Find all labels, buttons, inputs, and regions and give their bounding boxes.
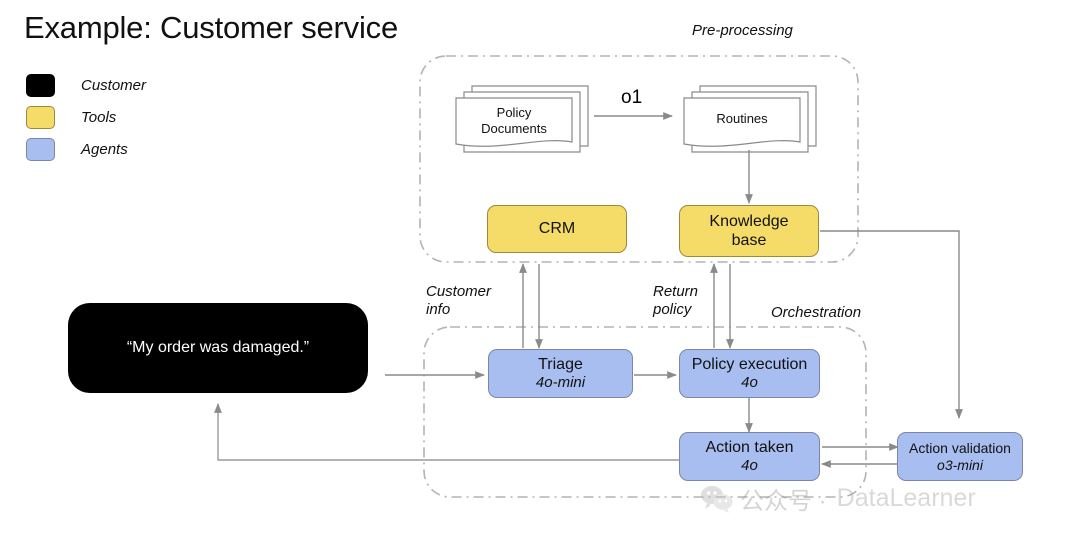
agent-action-taken-name: Action taken	[705, 438, 794, 456]
edge-label-customer-info-line2: info	[426, 301, 451, 318]
legend-item-tools: Tools	[26, 104, 146, 130]
legend-label-tools: Tools	[81, 108, 117, 126]
legend-label-customer: Customer	[81, 76, 147, 94]
edge-actiontaken-to-customer	[214, 403, 680, 461]
customer-message-text: “My order was damaged.”	[126, 339, 310, 357]
watermark-brand: DataLearner	[836, 484, 976, 512]
edge-label-return-policy: Return policy	[653, 283, 698, 319]
agent-triage-name: Triage	[538, 355, 583, 373]
edge-label-return-policy-line1: Return	[653, 283, 699, 300]
tool-crm[interactable]: CRM	[487, 205, 627, 253]
o1-transform-label: o1	[621, 87, 643, 108]
group-title-orchestration: Orchestration	[771, 304, 862, 321]
agent-policy-execution-model: 4o	[741, 374, 758, 392]
policy-documents-line2: Documents	[481, 121, 547, 137]
group-title-preprocessing: Pre-processing	[692, 22, 793, 39]
edge-label-customer-info: Customer info	[426, 283, 491, 319]
tool-knowledge-base-line2: base	[731, 232, 767, 249]
legend-item-agents: Agents	[26, 136, 146, 162]
agent-action-validation-name: Action validation	[909, 439, 1011, 456]
watermark-text: 公众号 ·	[740, 488, 827, 515]
legend-swatch-agents	[26, 137, 55, 161]
wechat-icon	[701, 485, 733, 513]
legend-swatch-customer	[26, 73, 55, 97]
legend-swatch-tools	[26, 105, 55, 129]
edge-label-customer-info-line1: Customer	[426, 283, 492, 300]
agent-policy-execution-name: Policy execution	[691, 355, 808, 373]
routines-line1: Routines	[716, 111, 768, 126]
page-title: Example: Customer service	[24, 10, 399, 45]
agent-action-taken[interactable]: Action taken 4o	[679, 432, 820, 481]
agent-triage[interactable]: Triage 4o-mini	[488, 349, 633, 398]
edge-label-return-policy-line2: policy	[653, 301, 692, 318]
customer-message-box: “My order was damaged.”	[68, 303, 368, 393]
edge-kb-to-action-validation	[820, 230, 963, 419]
legend: Customer Tools Agents	[26, 72, 146, 168]
agent-triage-model: 4o-mini	[535, 374, 586, 392]
agent-action-validation-model: o3-mini	[937, 456, 983, 473]
agent-policy-execution[interactable]: Policy execution 4o	[679, 349, 820, 398]
routines-label: Routines	[684, 111, 800, 127]
watermark: 公众号 · DataLearner	[700, 481, 976, 516]
legend-label-agents: Agents	[81, 140, 128, 158]
policy-documents-line1: Policy	[496, 105, 532, 120]
policy-documents-label: Policy Documents	[456, 105, 572, 138]
tool-crm-label: CRM	[538, 220, 576, 238]
legend-item-customer: Customer	[26, 72, 146, 98]
tool-knowledge-base-line1: Knowledge	[709, 212, 789, 230]
tool-knowledge-base[interactable]: Knowledge base	[679, 205, 819, 257]
agent-action-taken-model: 4o	[741, 457, 758, 475]
agent-action-validation[interactable]: Action validation o3-mini	[897, 432, 1023, 481]
